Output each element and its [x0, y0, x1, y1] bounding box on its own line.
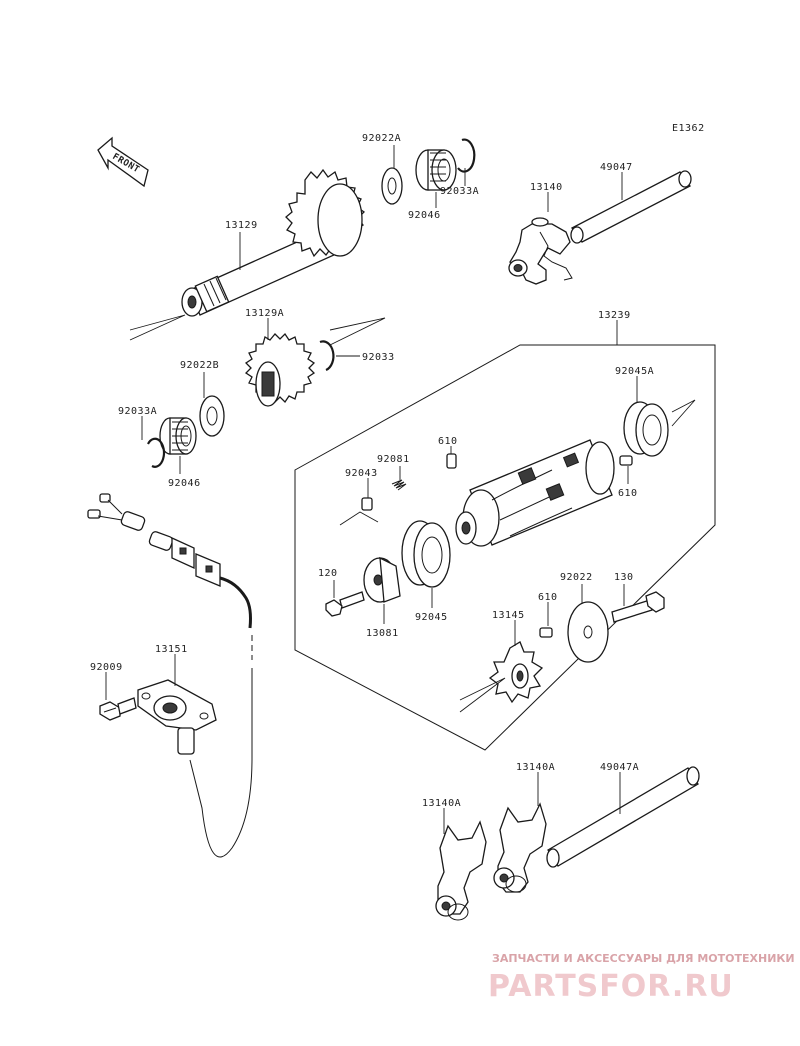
watermark-brand: PARTSFOR.RU [488, 969, 734, 1004]
shift-rod-49047A [546, 766, 700, 868]
label-92045: 92045 [415, 612, 448, 623]
screw-92009 [99, 697, 137, 721]
label-13239: 13239 [598, 310, 631, 321]
watermark-tagline: ЗАПЧАСТИ И АКСЕССУАРЫ ДЛЯ МОТОТЕХНИКИ [492, 952, 795, 965]
label-13140: 13140 [530, 182, 563, 193]
label-92045A: 92045A [615, 366, 654, 377]
shift-cam-13081 [363, 556, 401, 603]
leader-shaft [129, 314, 186, 341]
label-92046-left: 92046 [168, 478, 201, 489]
label-92033A-left: 92033A [118, 406, 157, 417]
pin-92043 [361, 497, 373, 511]
pin-610-a [446, 453, 457, 469]
label-92033A-top: 92033A [440, 186, 479, 197]
label-92022: 92022 [560, 572, 593, 583]
neutral-switch-wiring [87, 493, 253, 858]
label-120: 120 [318, 568, 338, 579]
circlip-92033A-top [457, 138, 476, 173]
circlip-92033 [319, 340, 335, 372]
shift-fork-13140 [508, 217, 573, 285]
label-92033: 92033 [362, 352, 395, 363]
bolt-120 [325, 591, 365, 617]
gear-13129 [285, 168, 366, 258]
label-610-c: 610 [538, 592, 558, 603]
label-92022B: 92022B [180, 360, 219, 371]
pin-610-b [619, 455, 633, 466]
diagram-code: E1362 [672, 123, 705, 134]
front-arrow-icon: FRONT [97, 136, 149, 188]
washer-92022B [199, 395, 225, 437]
label-92046-top: 92046 [408, 210, 441, 221]
label-610-b: 610 [618, 488, 638, 499]
shift-drum [455, 439, 615, 547]
pin-610-c [539, 627, 553, 638]
label-92081: 92081 [377, 454, 410, 465]
bolt-130 [611, 591, 665, 623]
label-49047A: 49047A [600, 762, 639, 773]
label-13140A-right: 13140A [516, 762, 555, 773]
label-92043: 92043 [345, 468, 378, 479]
shift-fork-13140A-right [493, 802, 547, 893]
ball-bearing-92045 [401, 520, 451, 588]
spring-92081 [391, 479, 407, 491]
washer-92022 [567, 601, 609, 663]
label-130: 130 [614, 572, 634, 583]
label-92022A: 92022A [362, 133, 401, 144]
gear-13129A [244, 332, 316, 407]
needle-bearing-92046-left [159, 417, 197, 455]
neutral-switch-13151 [137, 679, 217, 755]
label-13145: 13145 [492, 610, 525, 621]
label-13140A-left: 13140A [422, 798, 461, 809]
shift-fork-13140A-left [435, 820, 487, 921]
label-49047: 49047 [600, 162, 633, 173]
label-13129A: 13129A [245, 308, 284, 319]
label-13151: 13151 [155, 644, 188, 655]
ball-bearing-92045A [623, 401, 669, 457]
label-610-a: 610 [438, 436, 458, 447]
shift-drum-star-13145 [488, 641, 544, 704]
label-13081: 13081 [366, 628, 399, 639]
shift-drum-assembly-box [294, 344, 716, 751]
washer-92022A [381, 167, 403, 205]
shift-rod-49047 [570, 170, 692, 244]
label-92009: 92009 [90, 662, 123, 673]
circlip-92033A-left [147, 437, 166, 468]
needle-bearing-92046-top [415, 149, 457, 191]
label-13129: 13129 [225, 220, 258, 231]
